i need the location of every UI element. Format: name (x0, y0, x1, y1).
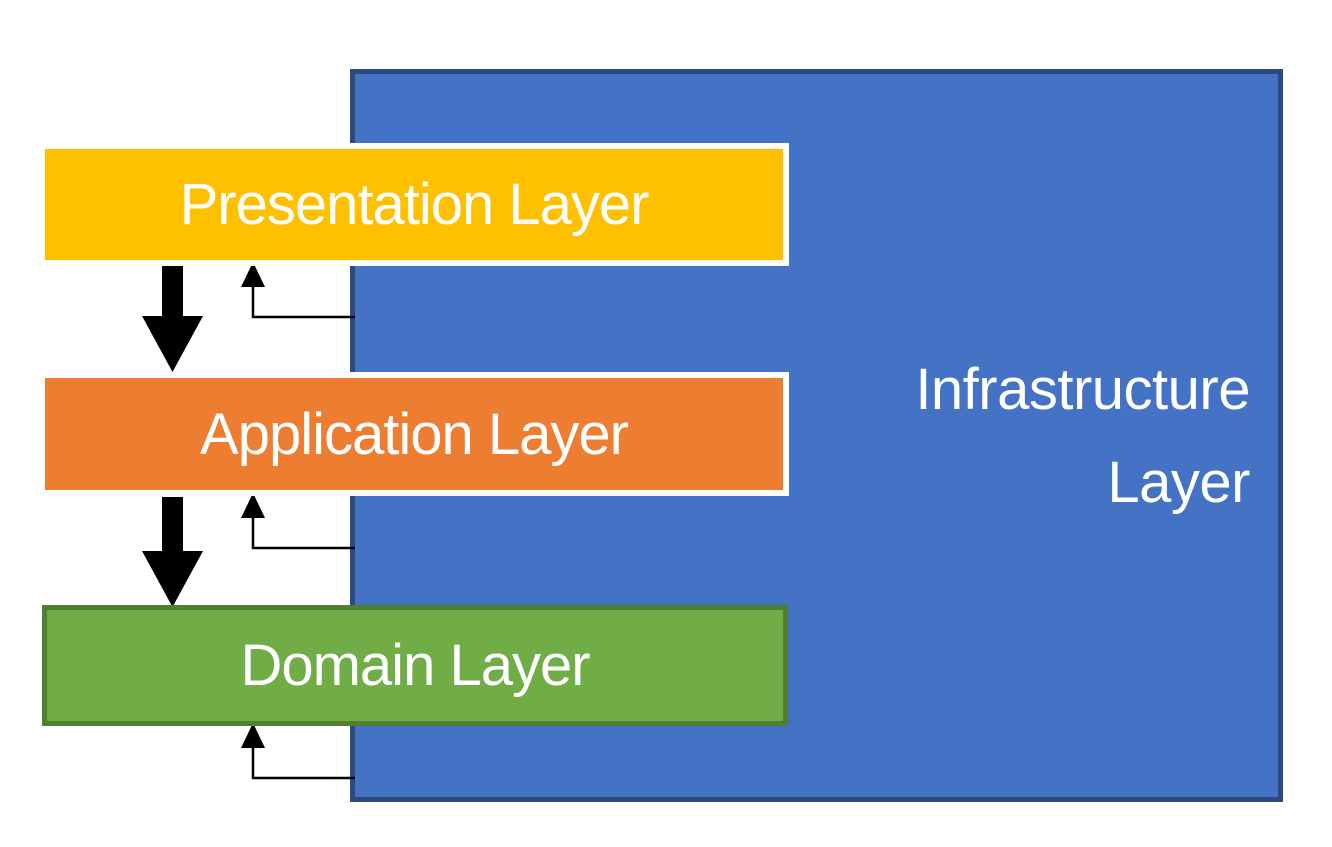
infrastructure-to-application-arrow (241, 493, 355, 550)
application-to-domain-arrow (142, 497, 203, 607)
infrastructure-to-domain-arrow (241, 723, 355, 780)
infrastructure-layer-label: Infrastructure Layer (915, 356, 1250, 515)
infrastructure-to-presentation-arrow (241, 262, 355, 319)
presentation-layer-label: Presentation Layer (179, 172, 650, 237)
application-layer-box: Application Layer (39, 372, 789, 496)
presentation-to-application-arrow (142, 262, 203, 372)
domain-layer-label: Domain Layer (240, 633, 590, 698)
application-layer-label: Application Layer (200, 401, 629, 467)
domain-layer-box: Domain Layer (42, 605, 788, 726)
presentation-layer-box: Presentation Layer (39, 143, 789, 266)
